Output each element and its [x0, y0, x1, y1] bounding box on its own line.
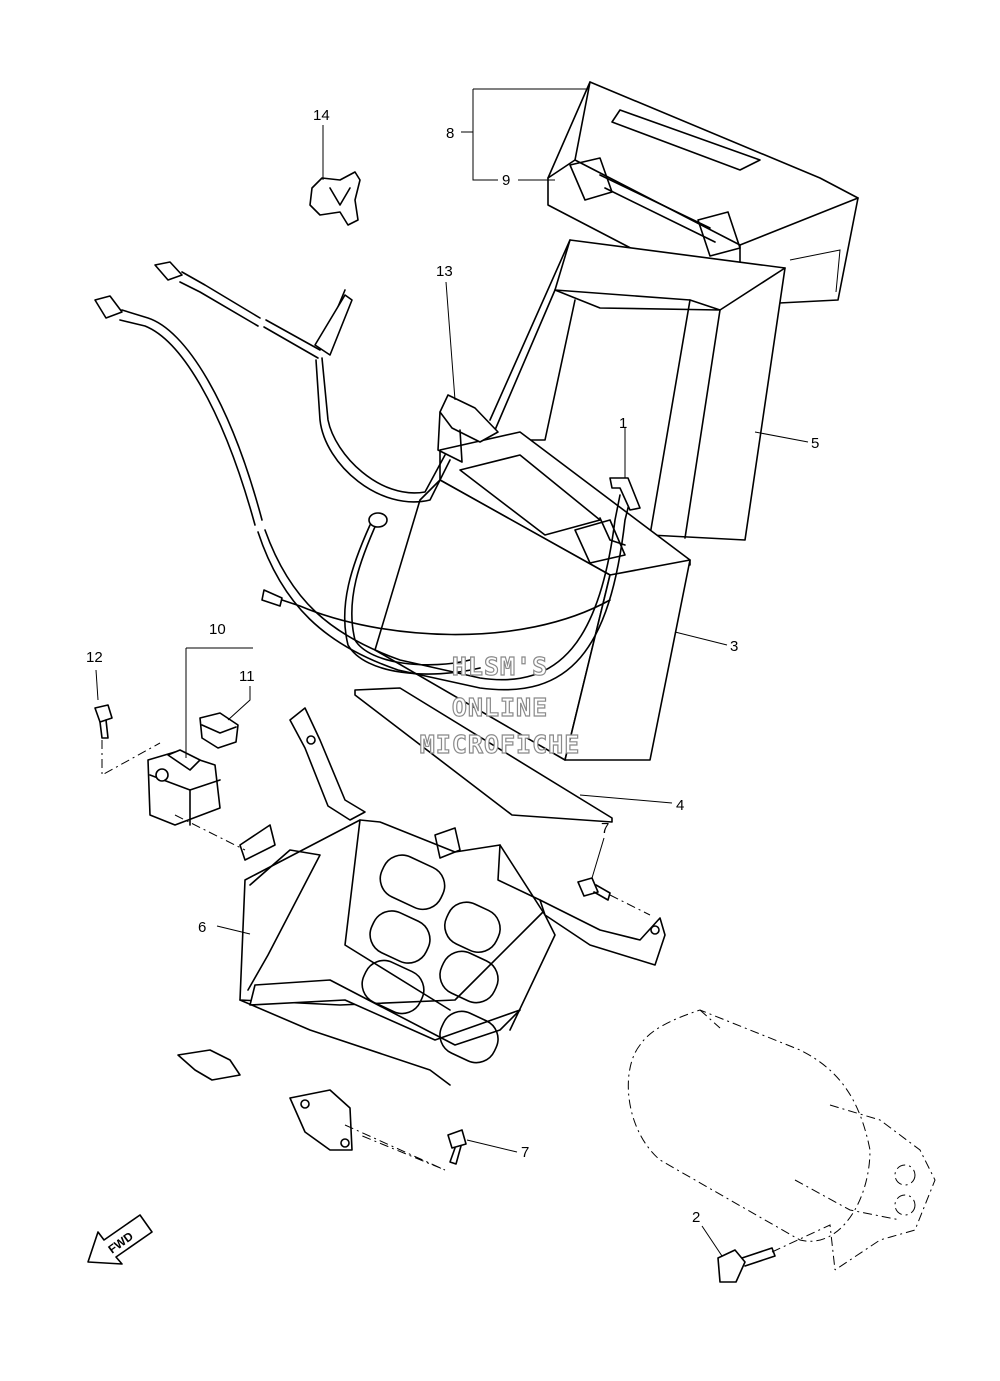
- screw-part[interactable]: [94, 704, 113, 739]
- starter-relay-part[interactable]: [147, 749, 221, 826]
- fwd-arrow-icon: FWD: [87, 1214, 153, 1265]
- bolt7-lower-line: [344, 1124, 446, 1171]
- starter-bolt-part[interactable]: [717, 1247, 776, 1283]
- callout-12: 12: [86, 649, 103, 666]
- watermark-line-1: HLSM'S: [452, 652, 548, 681]
- fuse-part[interactable]: [199, 712, 239, 749]
- callout-leaders: [95, 88, 809, 1257]
- terminal-cover-part[interactable]: [437, 394, 499, 463]
- callout-8: 8: [446, 125, 454, 142]
- callout-7-upper: 7: [601, 820, 609, 837]
- callout-9: 9: [502, 172, 510, 189]
- callout-7-lower: 7: [521, 1144, 529, 1161]
- callout-6: 6: [198, 919, 206, 936]
- bolt-lower-part[interactable]: [447, 1129, 467, 1165]
- callout-11: 11: [239, 668, 255, 685]
- battery-band-part[interactable]: [489, 239, 786, 541]
- watermark-line-2: ONLINE: [452, 693, 548, 722]
- callout-5: 5: [811, 435, 819, 452]
- callout-4: 4: [676, 797, 684, 814]
- bolt-upper-part[interactable]: [577, 877, 611, 901]
- battery-cables[interactable]: [94, 261, 631, 691]
- relay-to-box-line: [174, 814, 246, 851]
- battery-part[interactable]: [374, 431, 691, 761]
- relay-assembly-line: [101, 740, 161, 776]
- callout-3: 3: [730, 638, 738, 655]
- battery-box-part[interactable]: [177, 707, 666, 1151]
- watermark: HLSM'S ONLINE MICROFICHE: [419, 651, 581, 759]
- callout-13: 13: [436, 263, 453, 280]
- bolt2-line: [771, 1224, 836, 1271]
- bolt7-upper-line: [609, 894, 651, 916]
- battery-cover-part[interactable]: [547, 81, 859, 306]
- callout-labels: 1 2 3 4 5 6 7 7 8 9 10 11 12 13 14: [86, 107, 819, 1226]
- callout-1: 1: [619, 415, 627, 432]
- cable-clamp-part[interactable]: [309, 171, 361, 226]
- watermark-line-3: MICROFICHE: [420, 730, 581, 759]
- callout-10: 10: [209, 621, 226, 638]
- callout-2: 2: [692, 1209, 700, 1226]
- starter-motor-phantom: [627, 1009, 936, 1271]
- battery-pad-part[interactable]: [354, 687, 613, 823]
- callout-14: 14: [313, 107, 330, 124]
- terminal-bracket-part[interactable]: [599, 477, 641, 546]
